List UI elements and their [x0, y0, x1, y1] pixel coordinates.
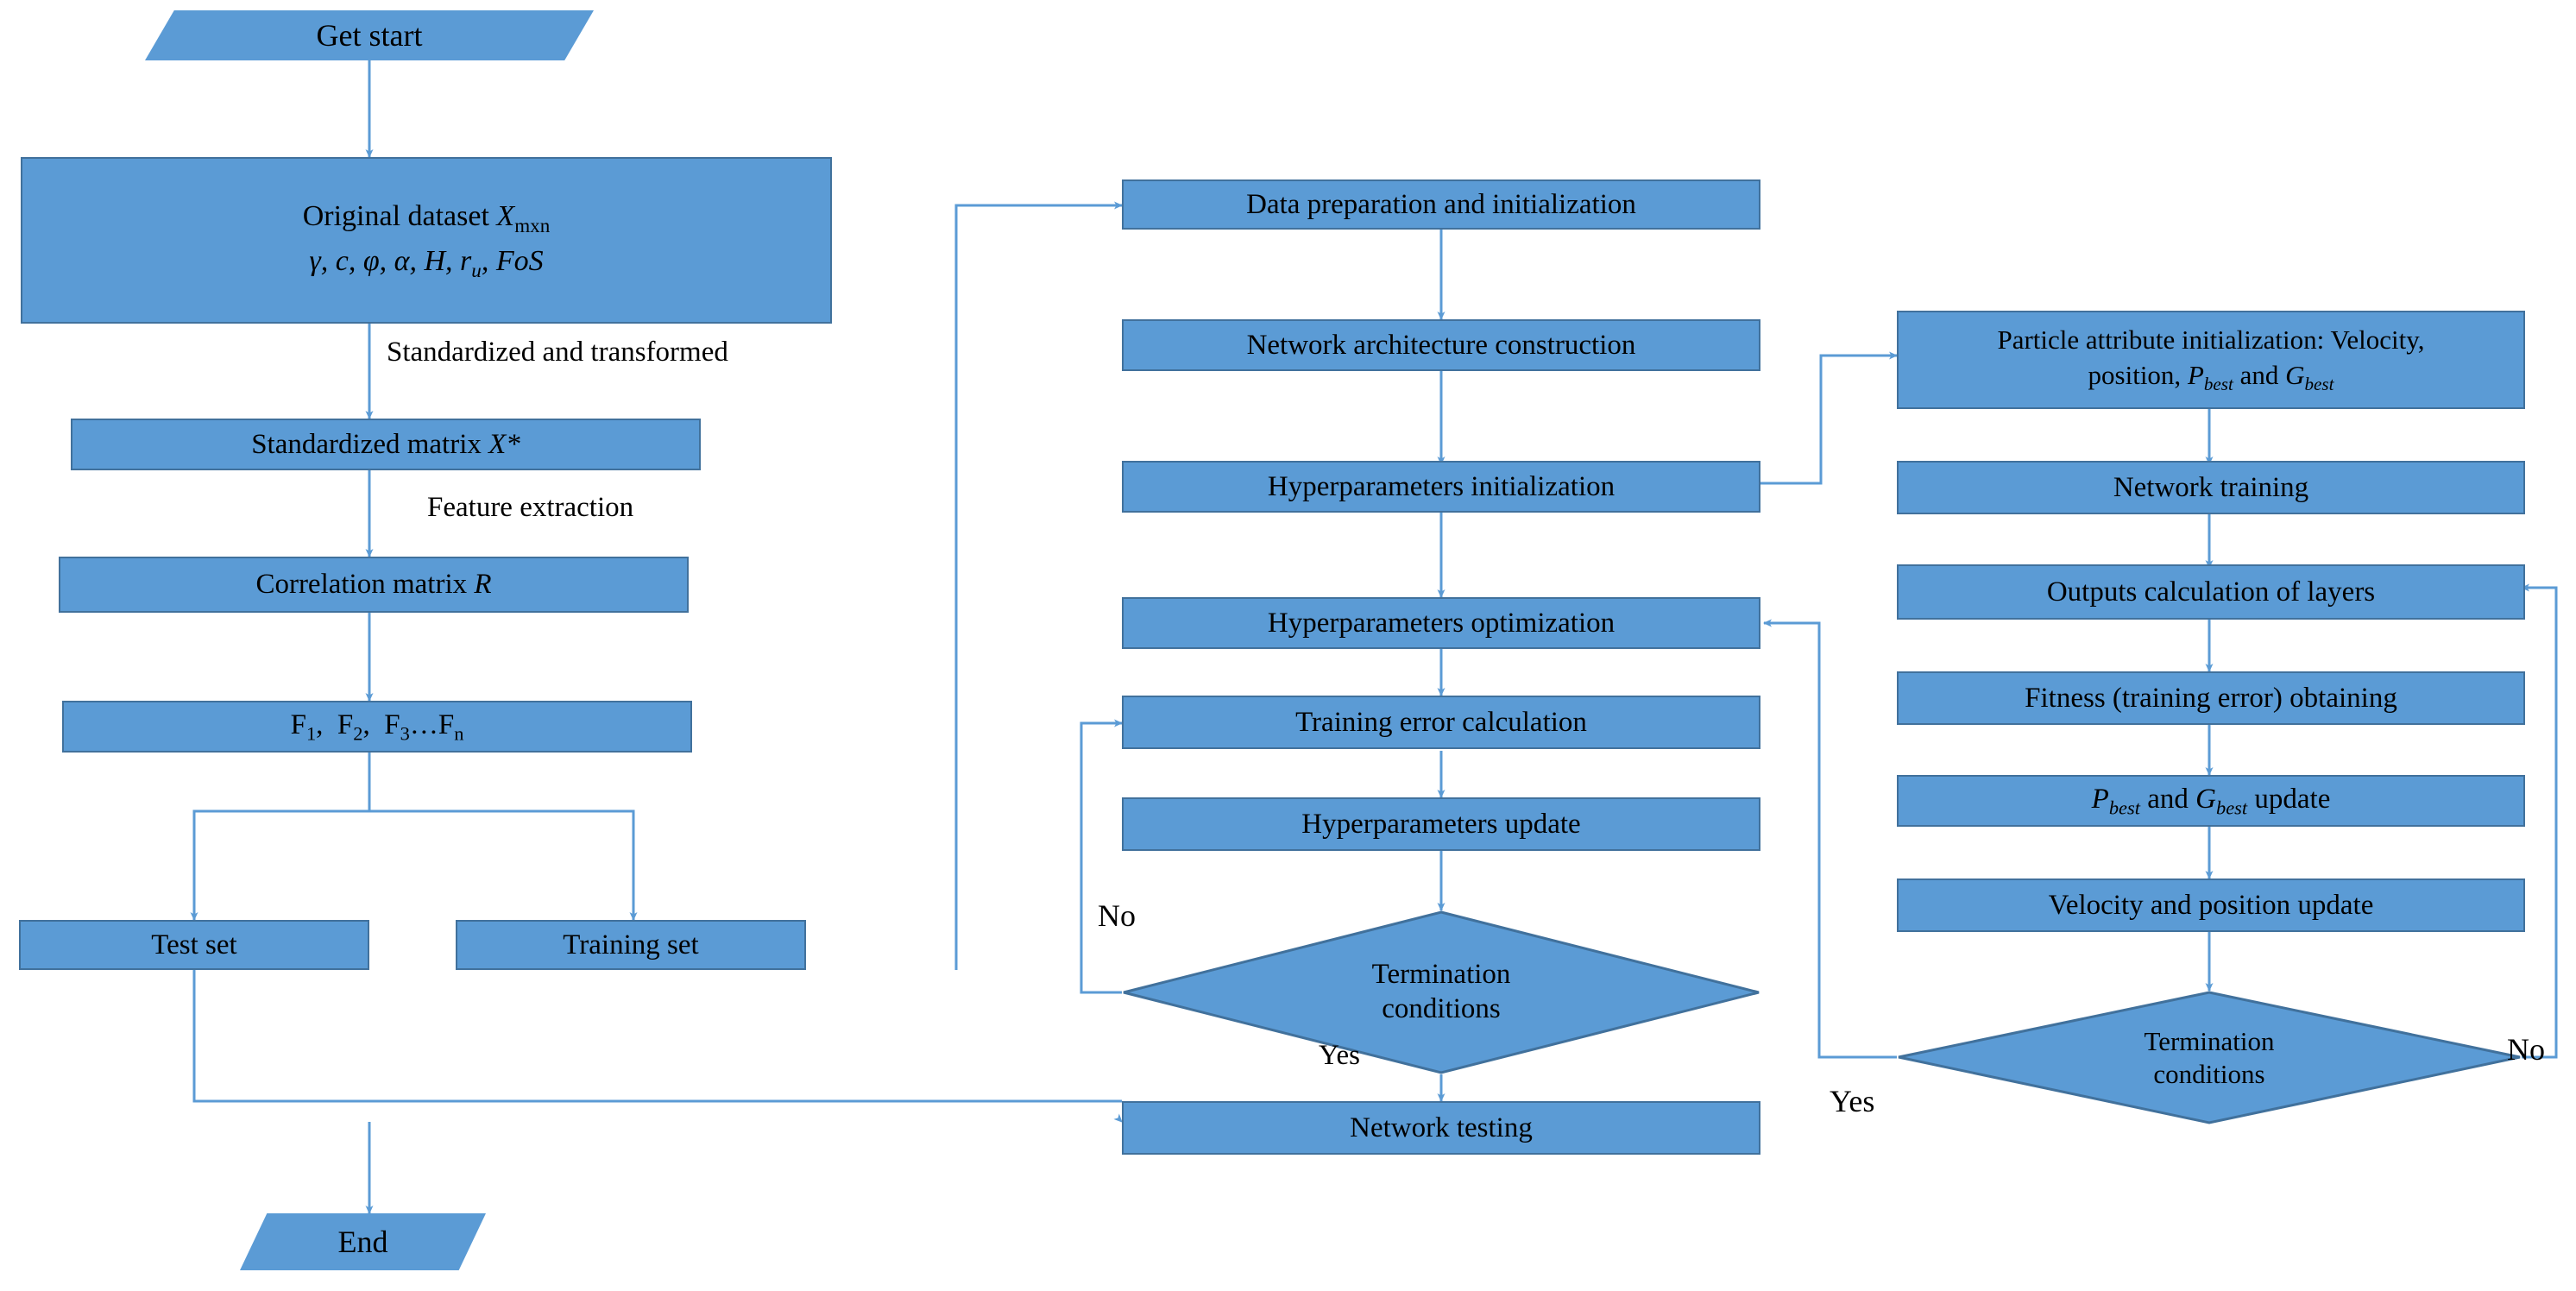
- particle-init-line1: Particle attribute initialization: Veloc…: [1997, 324, 2425, 355]
- end-node[interactable]: End: [240, 1213, 486, 1270]
- edge-label-feature-extraction: Feature extraction: [427, 492, 634, 523]
- step-outputs-calculation-label: Outputs calculation of layers: [2046, 576, 2376, 608]
- step-hyperparameters-initialization[interactable]: Hyperparameters initialization: [1122, 461, 1760, 513]
- middle-decision-line2: conditions: [1382, 993, 1501, 1024]
- original-dataset-line2: γ, c, φ, α, H, ru, FoS: [309, 243, 543, 283]
- dataset-fos: , FoS: [481, 244, 544, 277]
- step-hyperparameters-update[interactable]: Hyperparameters update: [1122, 797, 1760, 851]
- step-network-architecture-label: Network architecture construction: [1246, 329, 1636, 361]
- dataset-ru-sub: u: [471, 259, 482, 282]
- end-label: End: [337, 1225, 388, 1259]
- edge-label-standardized: Standardized and transformed: [387, 337, 728, 368]
- correlation-matrix-label: Correlation matrix R: [255, 569, 492, 601]
- original-dataset-node[interactable]: Original dataset Xmxn γ, c, φ, α, H, ru,…: [21, 157, 832, 324]
- dataset-prefix: Original dataset: [302, 199, 497, 232]
- start-label: Get start: [316, 18, 423, 53]
- step-particle-initialization[interactable]: Particle attribute initialization: Veloc…: [1897, 311, 2525, 409]
- step-pbest-gbest-update[interactable]: Pbest and Gbest update: [1897, 775, 2525, 827]
- step-data-preparation[interactable]: Data preparation and initialization: [1122, 179, 1760, 230]
- pso-decision-line2: conditions: [2153, 1058, 2265, 1089]
- step-network-testing[interactable]: Network testing: [1122, 1101, 1760, 1155]
- dataset-var: X: [496, 199, 515, 232]
- pso-termination-decision[interactable]: Termination conditions: [1897, 991, 2522, 1124]
- step-data-preparation-label: Data preparation and initialization: [1246, 188, 1636, 220]
- factors-label: F1, F2, F3…Fn: [290, 709, 464, 745]
- middle-decision-yes-label: Yes: [1319, 1040, 1361, 1071]
- step-network-training[interactable]: Network training: [1897, 461, 2525, 514]
- step-network-training-label: Network training: [2113, 471, 2309, 503]
- step-outputs-calculation[interactable]: Outputs calculation of layers: [1897, 564, 2525, 620]
- step-pbest-gbest-update-label: Pbest and Gbest update: [2091, 784, 2331, 819]
- step-hyperparameters-initialization-label: Hyperparameters initialization: [1267, 470, 1616, 502]
- step-fitness-obtaining[interactable]: Fitness (training error) obtaining: [1897, 671, 2525, 725]
- step-hyperparameters-optimization[interactable]: Hyperparameters optimization: [1122, 597, 1760, 649]
- factors-node[interactable]: F1, F2, F3…Fn: [62, 701, 692, 753]
- step-network-architecture[interactable]: Network architecture construction: [1122, 319, 1760, 371]
- step-velocity-position-update[interactable]: Velocity and position update: [1897, 879, 2525, 932]
- pso-decision-yes-label: Yes: [1830, 1084, 1875, 1118]
- step-network-testing-label: Network testing: [1350, 1112, 1533, 1143]
- pso-decision-line1: Termination: [2144, 1026, 2275, 1057]
- original-dataset-line1: Original dataset Xmxn: [303, 198, 551, 238]
- middle-termination-decision[interactable]: Termination conditions: [1122, 910, 1760, 1074]
- dataset-vars: γ, c, φ, α, H, r: [309, 244, 472, 277]
- test-set-label: Test set: [151, 929, 237, 960]
- step-fitness-obtaining-label: Fitness (training error) obtaining: [2025, 682, 2397, 714]
- correlation-matrix-node[interactable]: Correlation matrix R: [59, 557, 689, 613]
- step-velocity-position-update-label: Velocity and position update: [2048, 889, 2374, 921]
- training-set-label: Training set: [563, 929, 699, 960]
- middle-decision-line1: Termination: [1371, 959, 1511, 991]
- middle-decision-no-label: No: [1098, 898, 1136, 933]
- test-set-node[interactable]: Test set: [19, 920, 369, 970]
- start-node[interactable]: Get start: [145, 10, 594, 60]
- step-hyperparameters-optimization-label: Hyperparameters optimization: [1267, 607, 1616, 639]
- standardized-matrix-label: Standardized matrix X*: [251, 428, 520, 460]
- step-hyperparameters-update-label: Hyperparameters update: [1301, 808, 1581, 840]
- standardized-matrix-node[interactable]: Standardized matrix X*: [71, 419, 701, 470]
- particle-init-line2: position, Pbest and Gbest: [2088, 360, 2334, 395]
- step-training-error-calculation[interactable]: Training error calculation: [1122, 696, 1760, 749]
- training-set-node[interactable]: Training set: [456, 920, 806, 970]
- dataset-sub: mxn: [514, 214, 551, 237]
- pso-decision-no-label: No: [2507, 1032, 2545, 1067]
- step-training-error-calculation-label: Training error calculation: [1295, 706, 1587, 738]
